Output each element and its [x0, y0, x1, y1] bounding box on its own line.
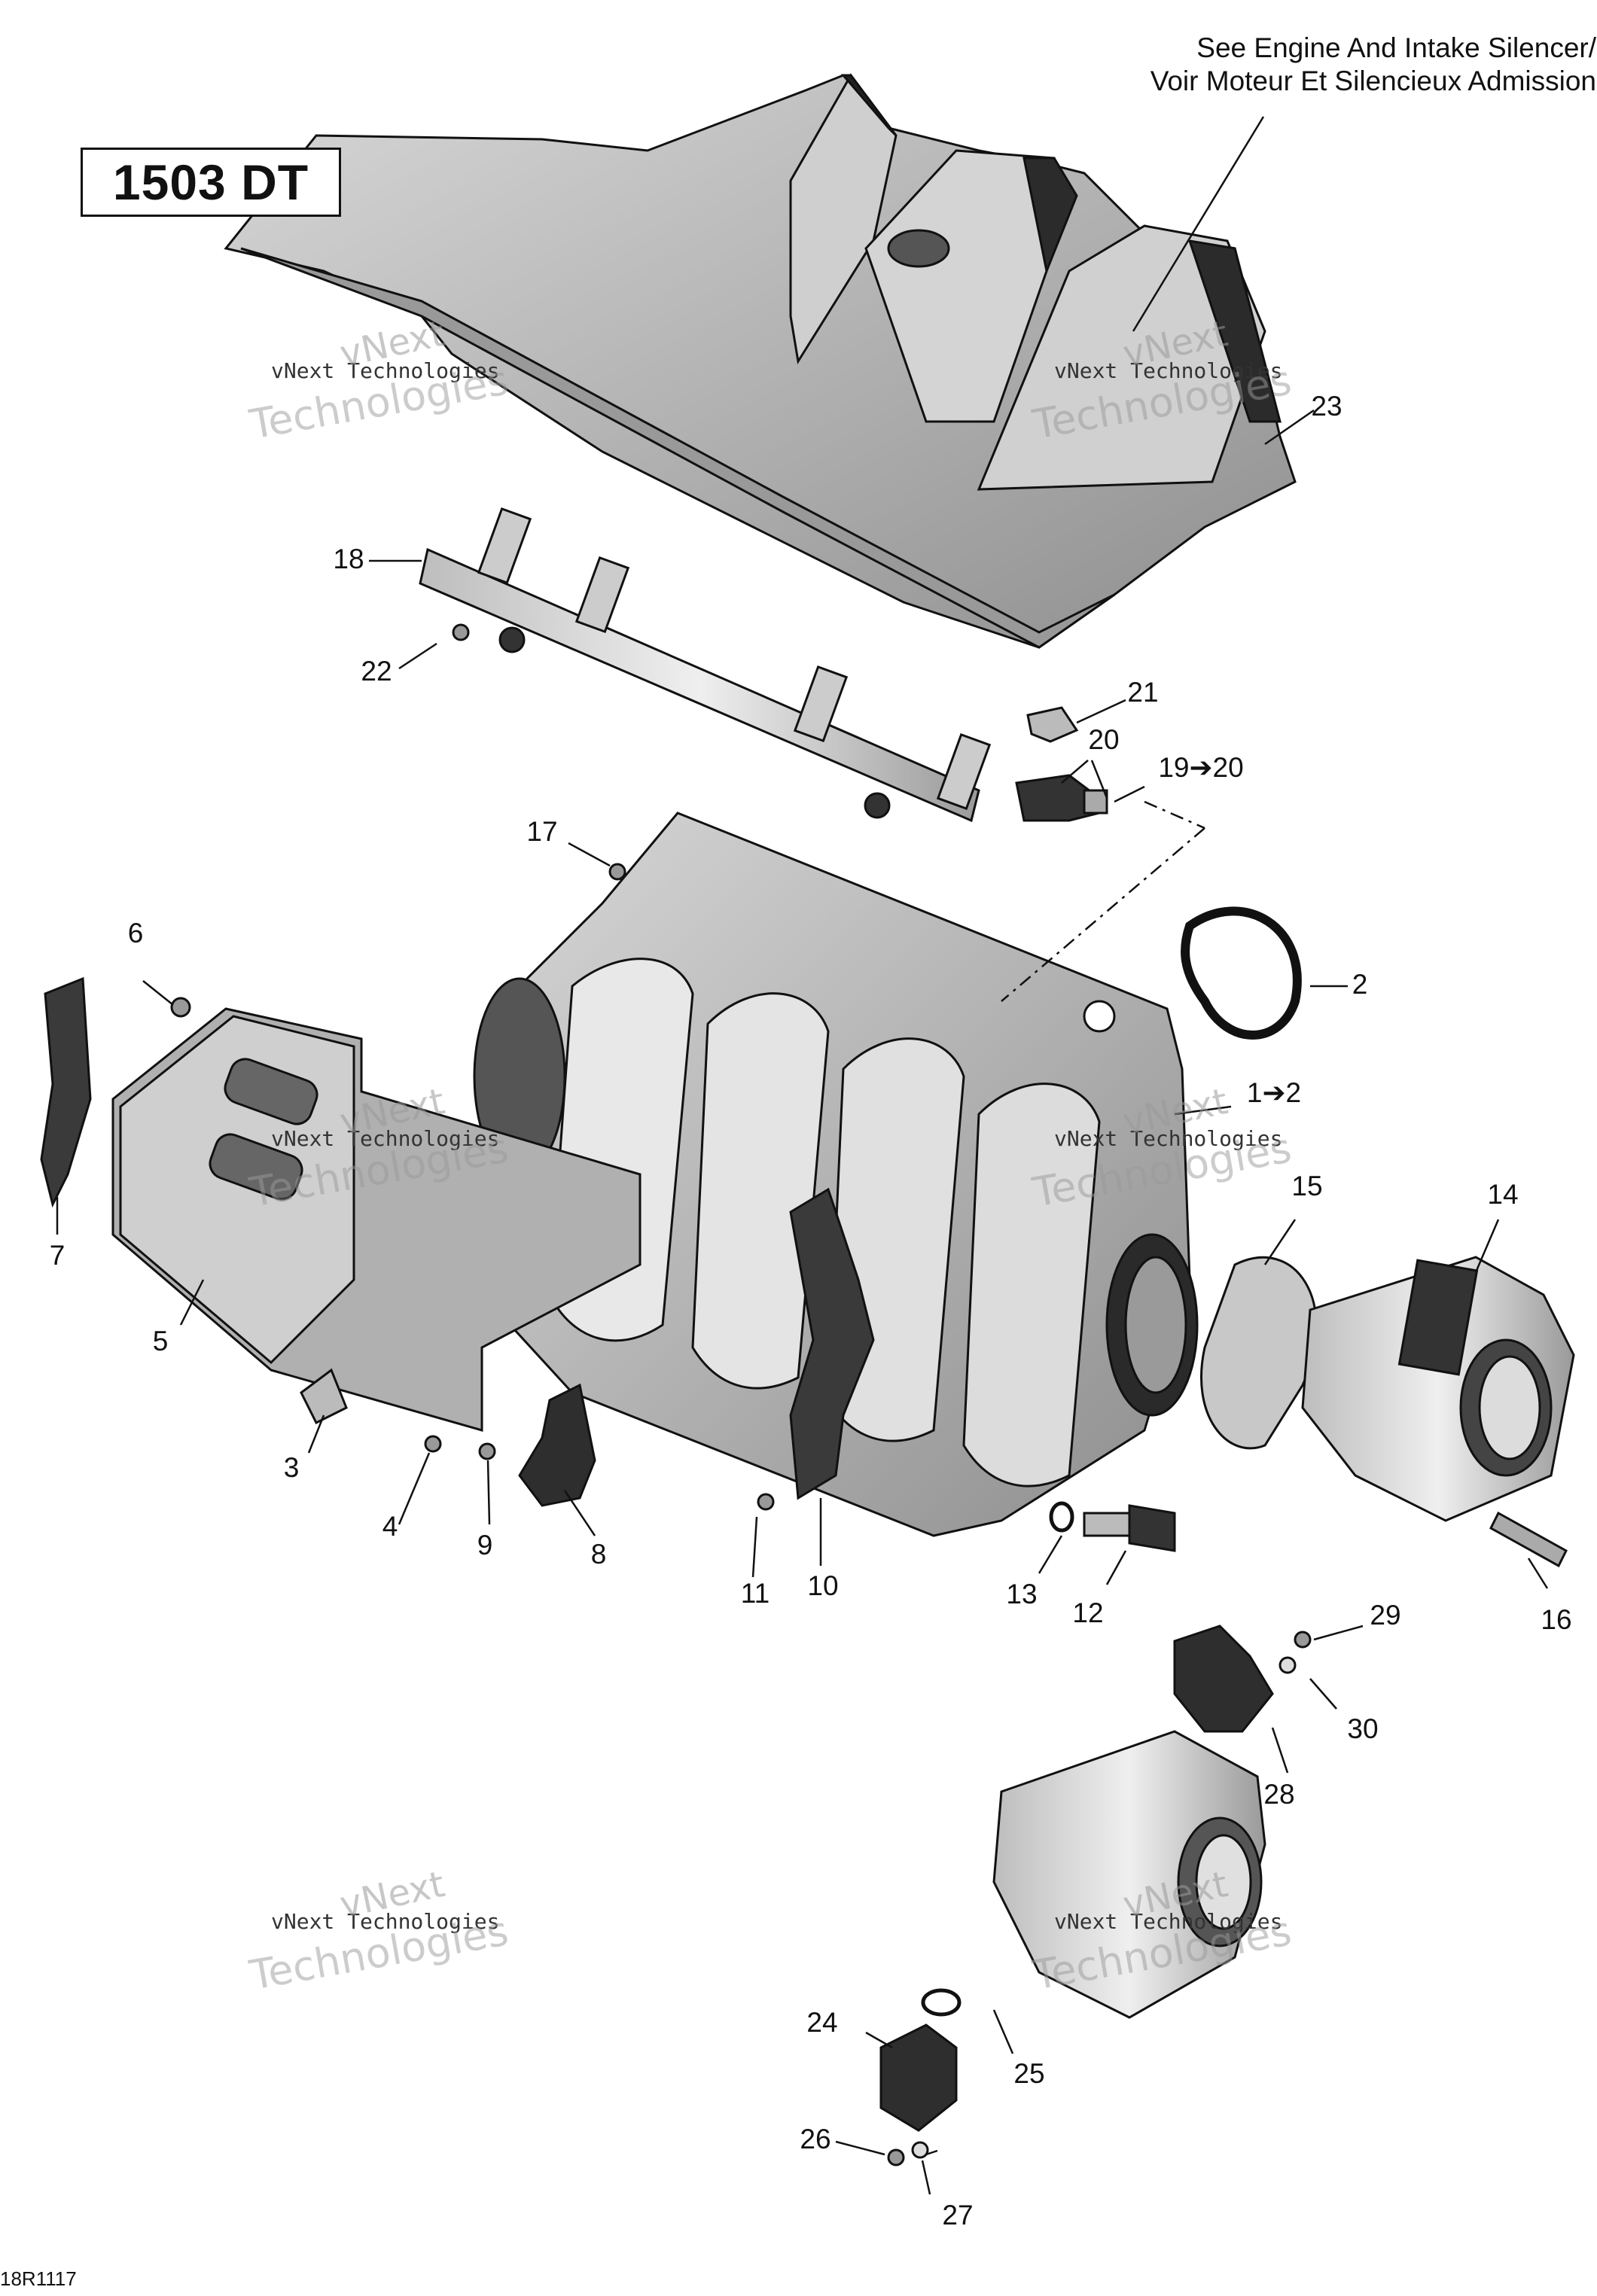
throttle-bolt-part: [1489, 1511, 1568, 1568]
reference-note: See Engine And Intake Silencer/ Voir Mot…: [979, 32, 1596, 98]
clip-part: [1026, 706, 1079, 743]
fasteners: [170, 623, 1312, 2167]
lower-throttle-body-part: [992, 1730, 1266, 2019]
callout-30: 30: [1347, 1713, 1379, 1744]
callout-19: 19➔20: [1158, 752, 1244, 783]
callout-16: 16: [1541, 1604, 1572, 1635]
callout-7: 7: [49, 1240, 66, 1271]
callout-17: 17: [526, 816, 558, 847]
callout-25: 25: [1013, 2058, 1045, 2089]
seal-ring-part: [921, 1988, 962, 2017]
leader-lines: [56, 116, 1549, 2195]
fuel-rail-part: [419, 507, 992, 823]
side-bracket-part: [789, 1187, 875, 1500]
callout-28: 28: [1263, 1779, 1295, 1810]
callout-27: 27: [942, 2200, 974, 2231]
callout-11: 11: [740, 1578, 770, 1609]
callout-21: 21: [1127, 677, 1159, 708]
bracket-part: [40, 976, 92, 1208]
mounting-plate-part: [111, 1007, 642, 1432]
throttle-body-part: [1301, 1256, 1575, 1522]
figure-code: 18R1117: [0, 2267, 77, 2290]
callout-2: 2: [1352, 969, 1368, 1000]
retainer-clip-part: [300, 1368, 348, 1425]
o-ring-gasket-part: [1181, 906, 1302, 1040]
o-ring-part: [1049, 1501, 1074, 1533]
throttle-sensor-part: [1173, 1625, 1274, 1733]
callout-4: 4: [382, 1511, 398, 1542]
callout-13: 13: [1006, 1579, 1038, 1609]
callout-20: 20: [1088, 724, 1120, 755]
callout-3: 3: [283, 1452, 300, 1483]
callout-29: 29: [1370, 1600, 1401, 1631]
callout-22: 22: [361, 656, 392, 687]
sensor-part: [518, 1383, 596, 1507]
fuel-injector-part: [1015, 774, 1108, 822]
callout-5: 5: [152, 1326, 169, 1357]
callout-6: 6: [127, 918, 144, 949]
temperature-sensor-part: [1083, 1504, 1176, 1552]
callout-8: 8: [590, 1539, 607, 1570]
callout-23: 23: [1311, 391, 1343, 422]
callout-26: 26: [800, 2124, 831, 2154]
callout-9: 9: [477, 1530, 493, 1561]
engine-cover-part: [224, 73, 1297, 649]
reference-note-line-2: Voir Moteur Et Silencieux Admission: [1150, 65, 1596, 96]
callout-15: 15: [1291, 1171, 1323, 1201]
model-label: 1503 DT: [81, 148, 341, 217]
callout-18: 18: [333, 544, 364, 574]
callout-10: 10: [807, 1570, 839, 1601]
callout-14: 14: [1487, 1179, 1519, 1210]
idle-valve-part: [879, 2023, 958, 2132]
callout-1: 1➔2: [1246, 1077, 1302, 1108]
gasket-part: [1200, 1256, 1318, 1450]
reference-note-line-1: See Engine And Intake Silencer/: [1196, 32, 1596, 63]
callout-12: 12: [1072, 1597, 1104, 1628]
callout-24: 24: [806, 2007, 838, 2038]
